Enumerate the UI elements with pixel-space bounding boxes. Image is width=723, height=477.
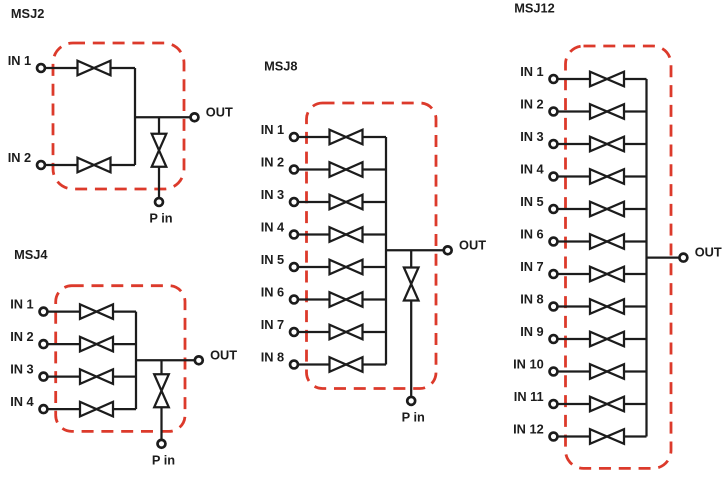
svg-text:OUT: OUT xyxy=(459,237,486,252)
svg-text:IN 10: IN 10 xyxy=(513,357,544,372)
svg-text:P in: P in xyxy=(152,452,175,467)
svg-text:IN 7: IN 7 xyxy=(261,317,284,332)
svg-text:OUT: OUT xyxy=(206,104,233,119)
svg-text:IN 1: IN 1 xyxy=(261,122,284,137)
svg-text:IN 9: IN 9 xyxy=(520,324,543,339)
svg-text:IN 7: IN 7 xyxy=(520,259,543,274)
svg-text:IN 2: IN 2 xyxy=(261,155,284,170)
svg-text:IN 4: IN 4 xyxy=(10,394,34,409)
svg-text:IN 5: IN 5 xyxy=(261,252,284,267)
svg-text:P in: P in xyxy=(149,211,172,226)
svg-text:IN 8: IN 8 xyxy=(261,350,284,365)
svg-text:MSJ2: MSJ2 xyxy=(11,6,44,21)
svg-text:IN 12: IN 12 xyxy=(513,422,544,437)
svg-text:IN 1: IN 1 xyxy=(520,64,543,79)
svg-text:IN 2: IN 2 xyxy=(520,97,543,112)
svg-text:IN 1: IN 1 xyxy=(10,297,33,312)
svg-text:MSJ4: MSJ4 xyxy=(14,247,48,262)
svg-text:IN 3: IN 3 xyxy=(520,129,543,144)
svg-text:OUT: OUT xyxy=(210,347,237,362)
svg-text:IN 4: IN 4 xyxy=(520,162,544,177)
svg-text:P in: P in xyxy=(402,409,425,424)
svg-text:IN 6: IN 6 xyxy=(261,285,284,300)
svg-text:MSJ12: MSJ12 xyxy=(514,0,555,15)
svg-text:IN 11: IN 11 xyxy=(514,389,544,404)
svg-text:IN 5: IN 5 xyxy=(520,194,543,209)
svg-text:IN 2: IN 2 xyxy=(10,329,33,344)
svg-text:IN 1: IN 1 xyxy=(8,53,31,68)
svg-text:OUT: OUT xyxy=(695,245,722,260)
svg-text:IN 3: IN 3 xyxy=(10,362,33,377)
svg-text:MSJ8: MSJ8 xyxy=(264,59,297,74)
svg-text:IN 2: IN 2 xyxy=(8,150,31,165)
svg-text:IN 6: IN 6 xyxy=(520,227,543,242)
svg-text:IN 3: IN 3 xyxy=(261,187,284,202)
svg-text:IN 4: IN 4 xyxy=(261,220,285,235)
svg-text:IN 8: IN 8 xyxy=(520,292,543,307)
